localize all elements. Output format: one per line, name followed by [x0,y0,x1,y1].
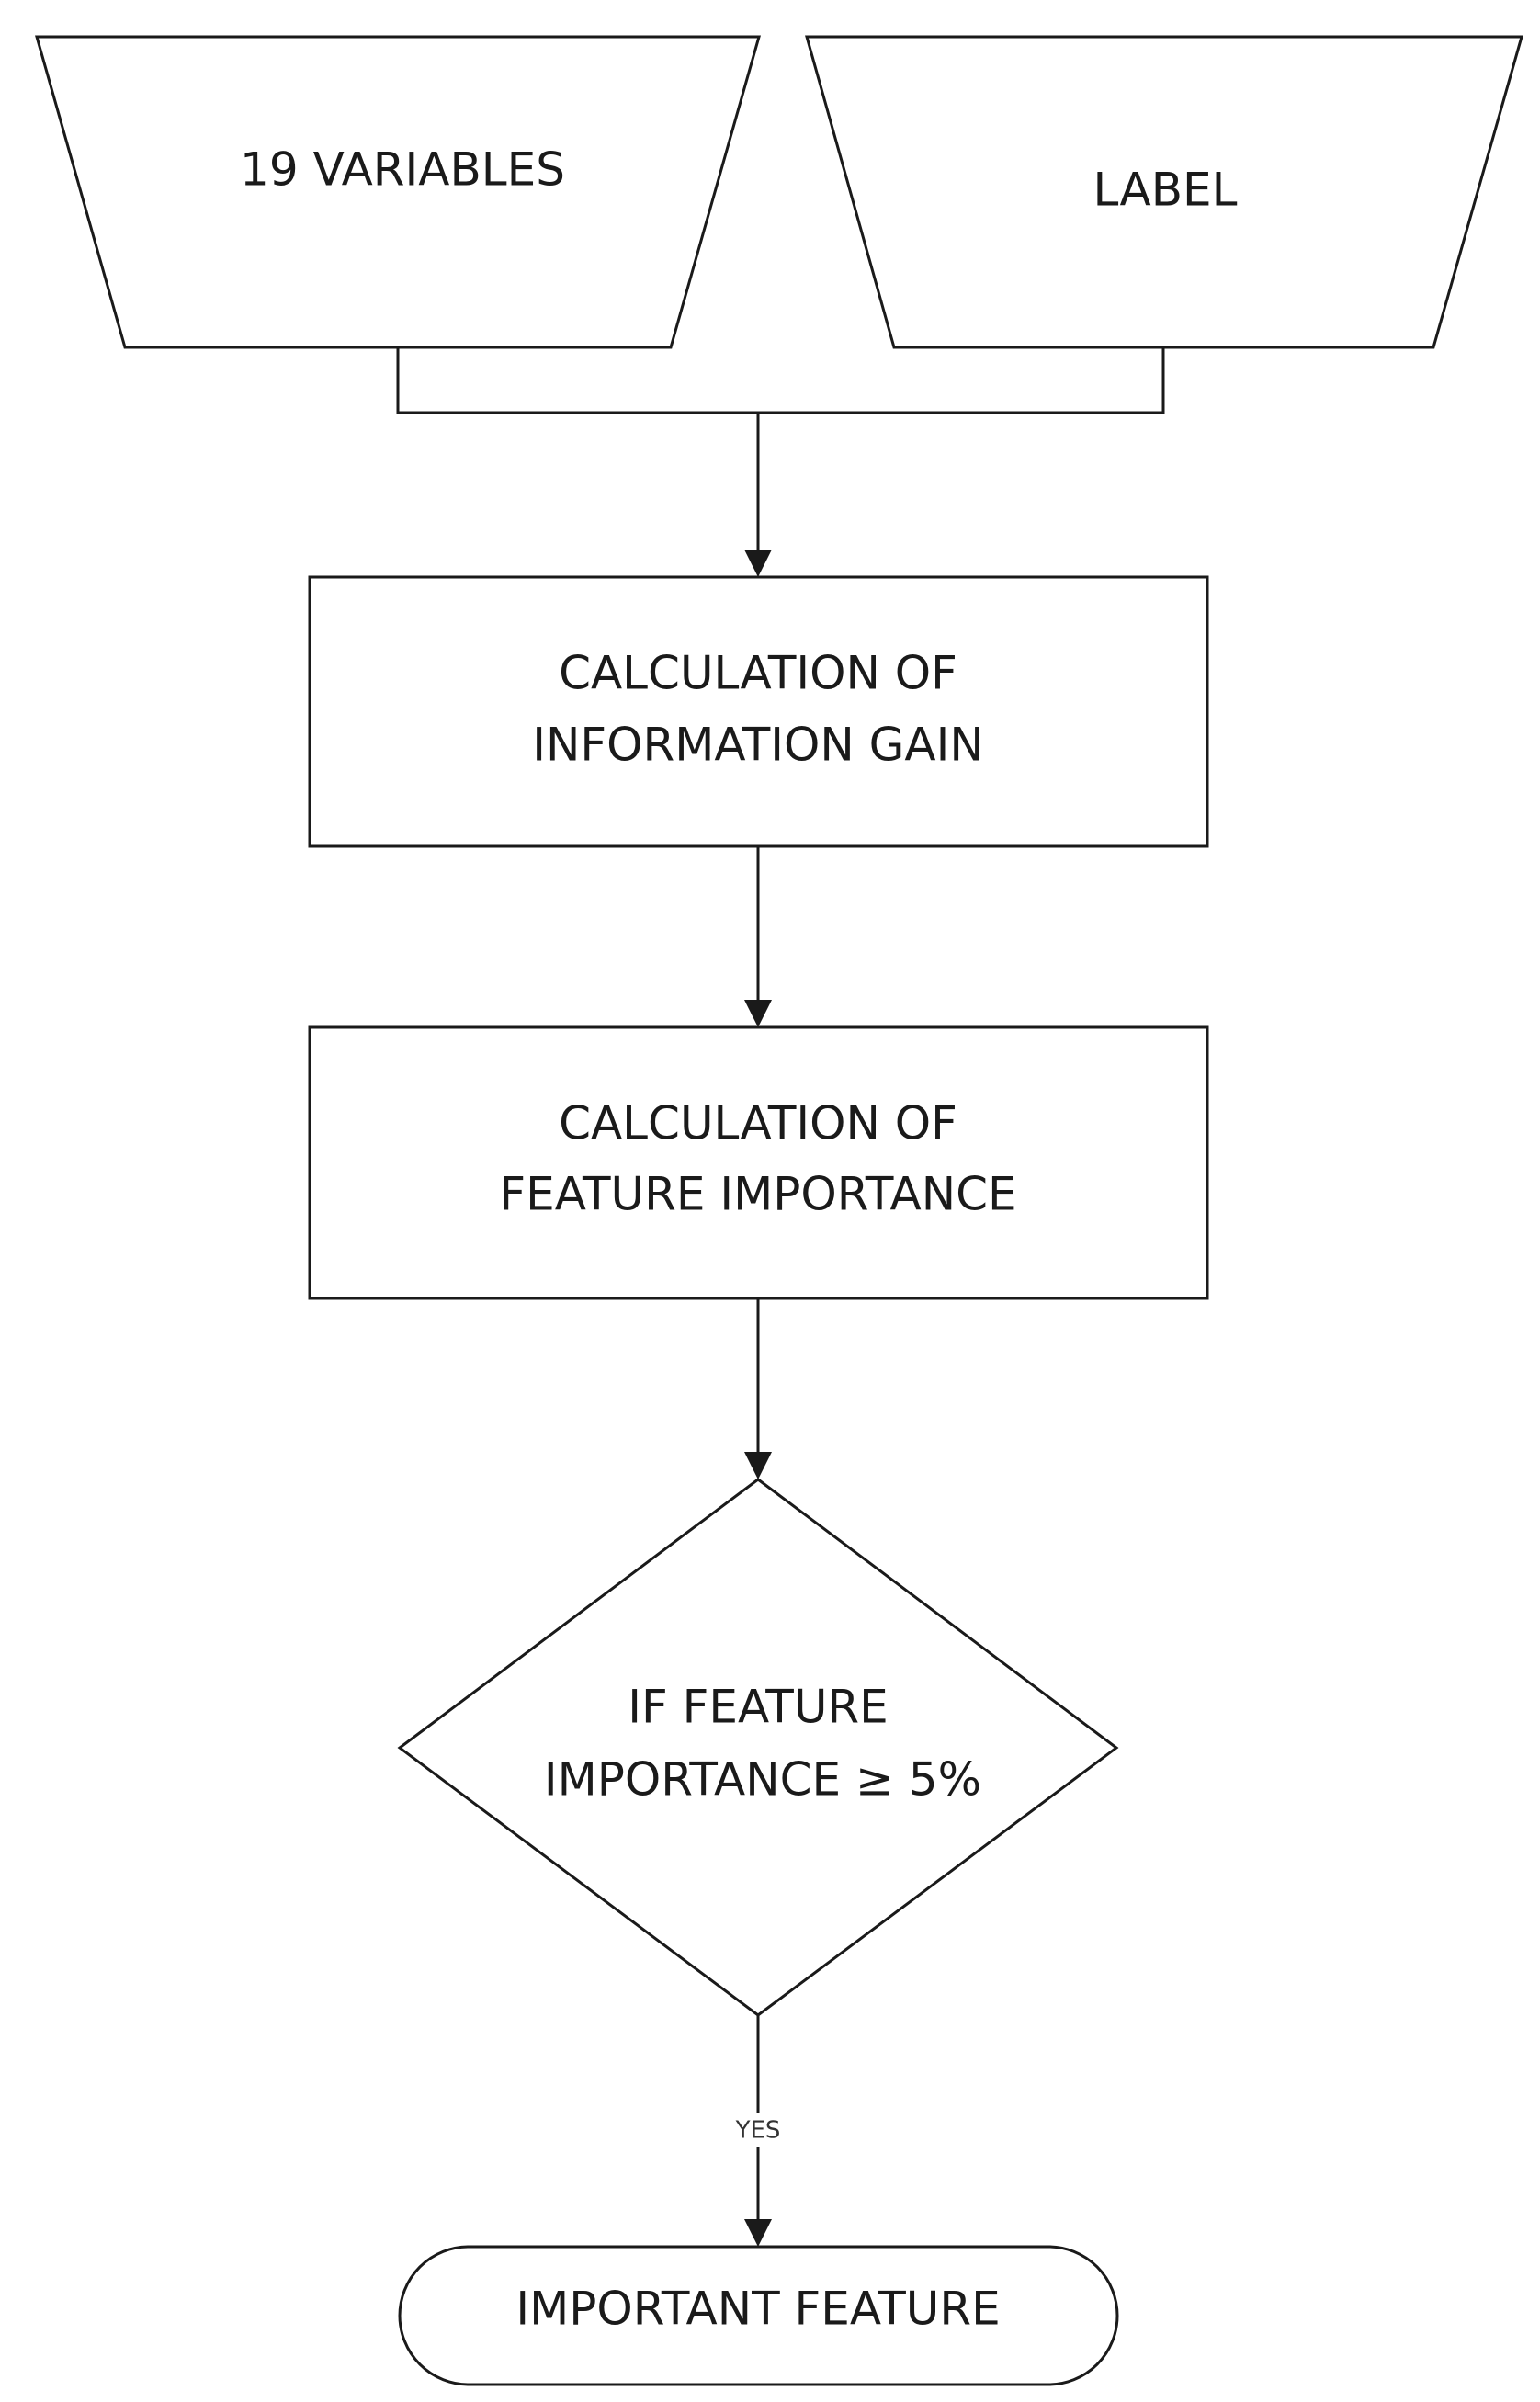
arrow-feature-importance-to-decision [744,1298,772,1479]
decision-line-2: IMPORTANCE ≥ 5% [544,1753,981,1807]
decision-diamond-shape [397,1478,1119,2017]
label-input-node: LABEL [805,35,1523,349]
information-gain-line-2: INFORMATION GAIN [532,719,984,772]
variables-input-node: 19 VARIABLES [35,35,761,349]
arrow-info-gain-to-feature-importance [744,846,772,1027]
feature-importance-line-1: CALCULATION OF [559,1097,957,1150]
important-feature-node: IMPORTANT FEATURE [398,2245,1119,2386]
yes-arrowhead [744,2219,772,2247]
importance-threshold-decision: IF FEATURE IMPORTANCE ≥ 5% [397,1478,1119,2017]
important-feature-label: IMPORTANT FEATURE [515,2283,1000,2336]
merge-connector-line [396,347,1165,414]
yes-connector: YES [728,2015,788,2247]
label-input-label: LABEL [1093,164,1238,217]
arrowhead [744,1452,772,1479]
feature-importance-box [308,1025,1209,1300]
information-gain-box [308,575,1209,848]
feature-importance-node: CALCULATION OF FEATURE IMPORTANCE [308,1025,1209,1300]
variables-trapezoid-shape [35,35,761,349]
arrowhead [744,1000,772,1027]
decision-line-1: IF FEATURE [628,1681,889,1734]
label-trapezoid-shape [805,35,1523,349]
feature-importance-line-2: FEATURE IMPORTANCE [499,1168,1016,1221]
merge-connector [396,347,1165,577]
important-feature-terminal-shape [398,2245,1119,2386]
yes-edge-label: YES [735,2117,781,2145]
variables-label: 19 VARIABLES [240,143,565,197]
merge-arrowhead [744,550,772,577]
information-gain-node: CALCULATION OF INFORMATION GAIN [308,575,1209,848]
yes-label-background [728,2113,788,2147]
information-gain-line-1: CALCULATION OF [559,647,957,700]
